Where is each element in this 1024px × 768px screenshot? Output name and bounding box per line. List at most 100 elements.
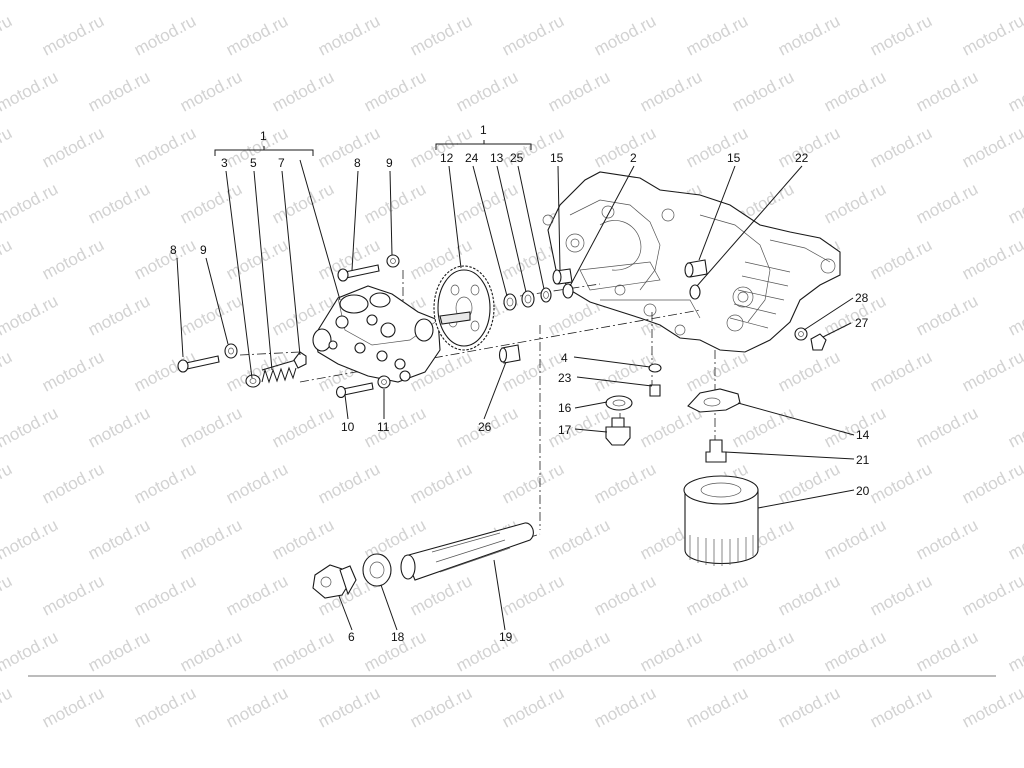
- watermark-text: motod.ru: [959, 347, 1024, 395]
- watermark-text: motod.ru: [177, 67, 245, 115]
- callout-4: 4: [561, 351, 568, 365]
- watermark-text: motod.ru: [821, 515, 889, 563]
- watermark-text: motod.ru: [223, 459, 291, 507]
- watermark-text: motod.ru: [177, 403, 245, 451]
- oring-22: [689, 284, 701, 300]
- watermark-text: motod.ru: [85, 291, 153, 339]
- bushing-15-left: [552, 268, 573, 285]
- watermark-text: motod.ru: [269, 67, 337, 115]
- leader-lines: [176, 159, 855, 631]
- callout-14: 14: [856, 428, 870, 442]
- callout-5: 5: [250, 156, 257, 170]
- washer-left: [224, 343, 238, 359]
- callout-25: 25: [510, 151, 524, 165]
- callout-10: 10: [341, 420, 355, 434]
- watermark-text: motod.ru: [269, 179, 337, 227]
- watermark-text: motod.ru: [545, 403, 613, 451]
- watermark-text: motod.ru: [959, 123, 1024, 171]
- washer-bottom: [377, 375, 391, 389]
- watermark-text: motod.ru: [913, 291, 981, 339]
- watermark-text: motod.ru: [591, 347, 659, 395]
- watermark-text: motod.ru: [499, 11, 567, 59]
- watermark-text: motod.ru: [407, 683, 475, 731]
- watermark-text: motod.ru: [177, 515, 245, 563]
- watermark-text: motod.ru: [361, 67, 429, 115]
- callout-28: 28: [855, 291, 869, 305]
- washer-top: [386, 254, 400, 268]
- watermark-text: motod.ru: [913, 627, 981, 675]
- drain-plug-6: [312, 564, 357, 599]
- watermark-text: motod.ru: [545, 67, 613, 115]
- watermark-text: motod.ru: [591, 123, 659, 171]
- bolt-top: [337, 264, 380, 282]
- watermark-text: motod.ru: [0, 683, 15, 731]
- watermark-text: motod.ru: [867, 235, 935, 283]
- callout-labels: 1 1 3 5 7 8 9 8 9 10 11 12 24 13 25 15 2…: [170, 123, 870, 644]
- watermark-text: motod.ru: [223, 571, 291, 619]
- callout-9-left: 9: [200, 243, 207, 257]
- watermark-text: motod.ru: [223, 11, 291, 59]
- relief-spring: [261, 359, 297, 384]
- group-bracket-left: [214, 146, 314, 156]
- callout-2: 2: [630, 151, 637, 165]
- watermark-text: motod.ru: [0, 235, 15, 283]
- watermark-text: motod.ru: [0, 11, 15, 59]
- watermark-text: motod.ru: [453, 67, 521, 115]
- pump-drive-gear: [433, 265, 495, 351]
- screw-23: [649, 384, 661, 397]
- watermark-text: motod.ru: [913, 67, 981, 115]
- watermark-text: motod.ru: [499, 683, 567, 731]
- bolt-left: [177, 355, 220, 373]
- watermark-text: motod.ru: [867, 459, 935, 507]
- watermark-text: motod.ru: [959, 11, 1024, 59]
- watermark-text: motod.ru: [959, 459, 1024, 507]
- callout-23: 23: [558, 371, 572, 385]
- shim-24: [503, 293, 517, 311]
- watermark-text: motod.ru: [959, 571, 1024, 619]
- watermark-text: motod.ru: [867, 123, 935, 171]
- watermark-text: motod.ru: [0, 515, 61, 563]
- watermark-text: motod.ru: [591, 683, 659, 731]
- oring-2: [562, 283, 574, 299]
- watermark-text: motod.ru: [867, 11, 935, 59]
- watermark-text: motod.ru: [729, 627, 797, 675]
- watermark-text: motod.ru: [499, 571, 567, 619]
- watermark-text: motod.ru: [39, 683, 107, 731]
- watermark-text: motod.ru: [821, 627, 889, 675]
- watermark-text: motod.ru: [1005, 403, 1024, 451]
- watermark-text: motod.ru: [223, 683, 291, 731]
- callout-21: 21: [856, 453, 870, 467]
- watermark-text: motod.ru: [1005, 291, 1024, 339]
- watermark-text: motod.ru: [39, 235, 107, 283]
- watermark-text: motod.ru: [39, 11, 107, 59]
- watermark-text: motod.ru: [407, 11, 475, 59]
- watermark-text: motod.ru: [591, 459, 659, 507]
- watermark-text: motod.ru: [913, 403, 981, 451]
- watermark-text: motod.ru: [683, 571, 751, 619]
- shim-13: [521, 290, 535, 308]
- watermark-text: motod.ru: [775, 571, 843, 619]
- watermark-text: motod.ru: [177, 179, 245, 227]
- watermark-text: motod.ru: [913, 179, 981, 227]
- watermark-text: motod.ru: [0, 459, 15, 507]
- callout-24: 24: [465, 151, 479, 165]
- oil-filter-20: [683, 475, 759, 566]
- watermark-text: motod.ru: [683, 11, 751, 59]
- watermark-text: motod.ru: [315, 683, 383, 731]
- watermark-text: motod.ru: [361, 403, 429, 451]
- callout-11: 11: [377, 420, 390, 434]
- callout-13: 13: [490, 151, 504, 165]
- callout-6: 6: [348, 630, 355, 644]
- watermark-text: motod.ru: [0, 571, 15, 619]
- watermark-text: motod.ru: [85, 67, 153, 115]
- oil-pump-body: [312, 285, 441, 383]
- watermark-text: motod.ru: [131, 683, 199, 731]
- watermark-text: motod.ru: [223, 235, 291, 283]
- callout-15-right: 15: [727, 151, 741, 165]
- watermark-text: motod.ru: [0, 179, 61, 227]
- watermark-text: motod.ru: [729, 403, 797, 451]
- watermark-text: motod.ru: [39, 571, 107, 619]
- watermark-text: motod.ru: [499, 459, 567, 507]
- watermark-text: motod.ru: [269, 403, 337, 451]
- callout-22: 22: [795, 151, 809, 165]
